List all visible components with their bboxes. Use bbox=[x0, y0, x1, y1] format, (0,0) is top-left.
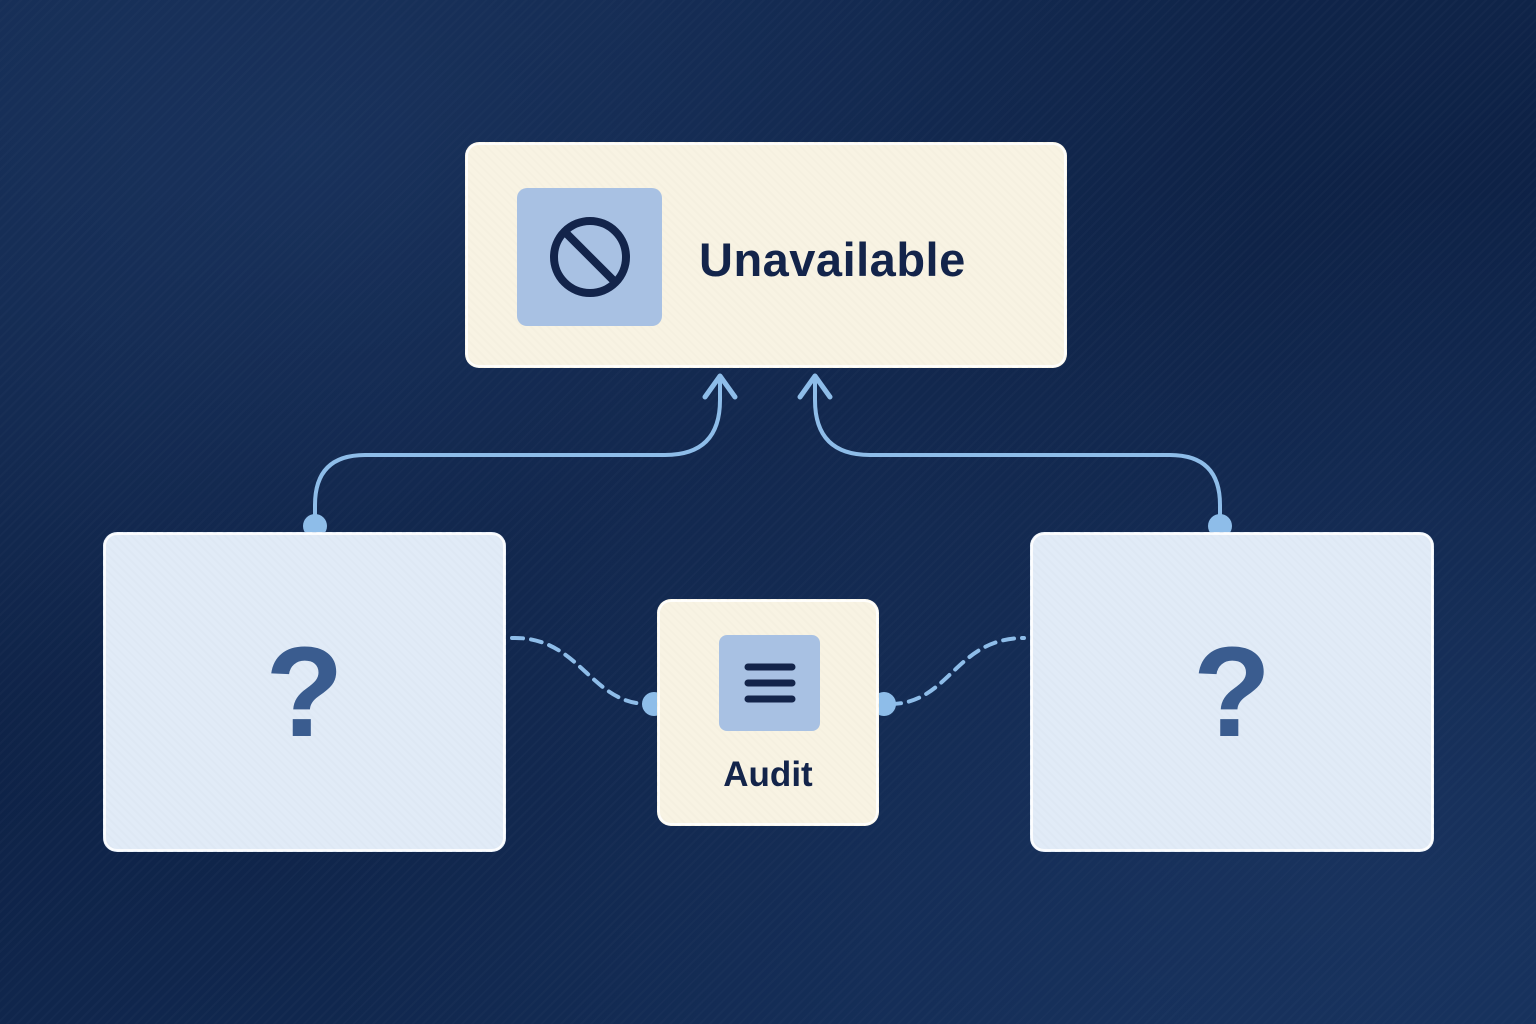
prohibited-icon bbox=[549, 217, 630, 297]
edge-audit-to-right bbox=[888, 636, 1026, 706]
arrowhead-left-to-top bbox=[702, 373, 738, 400]
arrowhead-right-to-top bbox=[797, 373, 833, 400]
unavailable-node: Unavailable bbox=[465, 142, 1067, 368]
audit-label: Audit bbox=[723, 755, 813, 794]
unknown-node-right: ? bbox=[1030, 532, 1434, 852]
edge-right-to-top bbox=[813, 380, 1222, 524]
prohibited-icon-tile bbox=[517, 188, 662, 326]
question-mark-right: ? bbox=[1192, 621, 1272, 764]
edge-left-to-top bbox=[313, 380, 722, 524]
edge-left-to-audit bbox=[510, 635, 650, 706]
menu-lines-icon-tile bbox=[719, 635, 820, 731]
audit-node: Audit bbox=[657, 599, 879, 826]
unknown-node-left: ? bbox=[103, 532, 506, 852]
unavailable-label: Unavailable bbox=[699, 233, 966, 286]
menu-lines-icon bbox=[744, 663, 795, 703]
question-mark-left: ? bbox=[265, 621, 344, 764]
